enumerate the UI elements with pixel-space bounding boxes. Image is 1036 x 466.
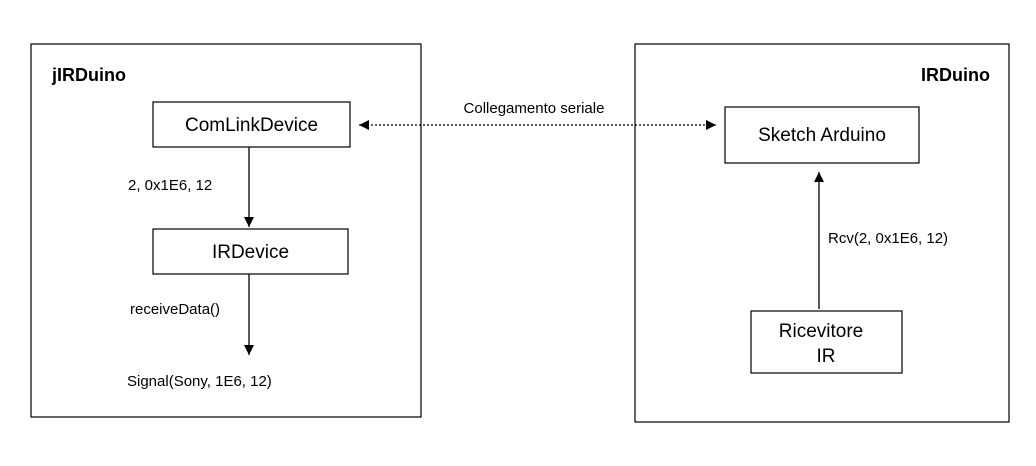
rcv-label: Rcv(2, 0x1E6, 12)	[828, 230, 948, 247]
comlinkdevice-box	[152, 101, 351, 148]
irduino-container	[634, 43, 1010, 423]
jirduino-container	[30, 43, 422, 418]
signal-output-label: Signal(Sony, 1E6, 12)	[127, 373, 272, 390]
irdevice-label: IRDevice	[212, 242, 289, 263]
serial-link-label: Collegamento seriale	[464, 100, 605, 117]
comlinkdevice-label: ComLinkDevice	[185, 115, 318, 136]
jirduino-title: jIRDuino	[51, 65, 126, 85]
irdevice-box	[152, 228, 349, 275]
sketch-arduino-box	[724, 106, 920, 164]
ricevitore-ir-label-line1: Ricevitore	[779, 321, 863, 342]
ricevitore-ir-label-line2: IR	[817, 346, 836, 367]
sketch-arduino-label: Sketch Arduino	[758, 125, 886, 146]
irduino-title: IRDuino	[921, 65, 990, 85]
receive-data-label: receiveData()	[130, 301, 220, 318]
comlink-to-irdevice-label: 2, 0x1E6, 12	[128, 177, 212, 194]
ricevitore-ir-box	[750, 310, 903, 374]
